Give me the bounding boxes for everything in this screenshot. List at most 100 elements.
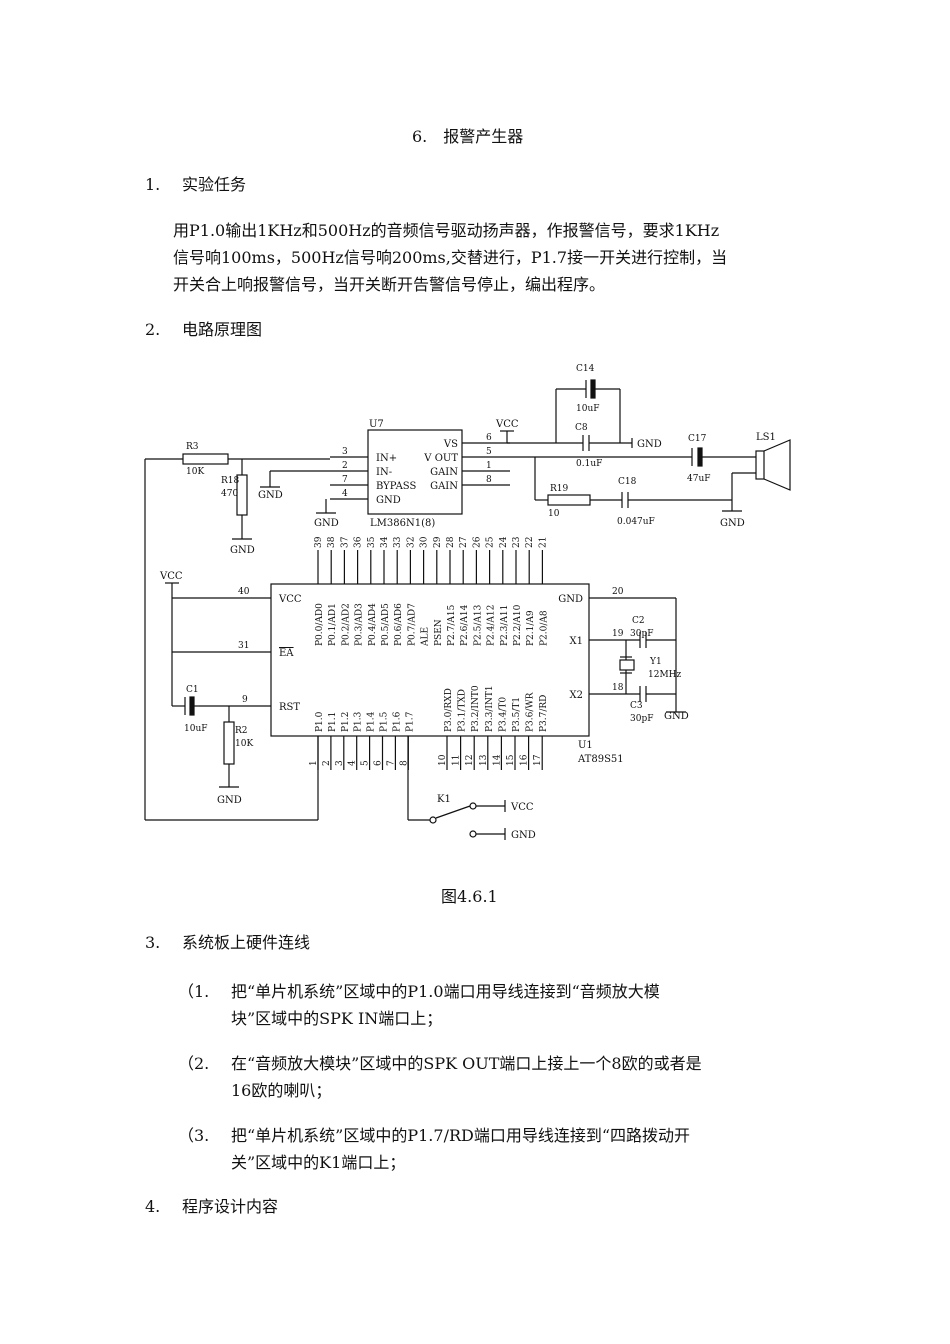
mcu-pin-name: PSEN	[434, 619, 444, 646]
gnd-label: GND	[720, 518, 745, 529]
c8-val: 0.1uF	[576, 459, 602, 469]
c18-ref: C18	[618, 477, 637, 487]
mcu-pin-num: 13	[479, 754, 489, 766]
step-3-number: （3.	[178, 1126, 210, 1145]
figure-caption: 图4.6.1	[441, 887, 498, 906]
mcu-pin-name: P3.6/WR	[526, 692, 536, 732]
amp-pin-name: IN-	[376, 467, 392, 478]
mcu-pin-name: RST	[279, 702, 300, 713]
amp-pin-name: GAIN	[430, 481, 458, 492]
page-title: 6. 报警产生器	[412, 127, 524, 146]
mcu-pin-name: P0.4/AD4	[368, 603, 378, 646]
mcu-pin-num: 21	[538, 537, 548, 548]
step-line: 块”区域中的SPK IN端口上；	[231, 1009, 443, 1028]
c8-ref: C8	[575, 423, 588, 433]
amp-pin-num: 4	[342, 489, 348, 499]
mcu-pin-num: 7	[386, 760, 396, 766]
c18-val: 0.047uF	[617, 517, 655, 527]
r19-ref: R19	[550, 484, 569, 494]
mcu-pin-num: 35	[367, 536, 377, 548]
mcu-pin-num: 2	[322, 760, 332, 766]
mcu-pin-num: 33	[393, 536, 403, 548]
amp-pin-num: 2	[342, 461, 348, 471]
mcu-pin-name: P1.3	[354, 711, 364, 732]
mcu-pin-name: VCC	[278, 594, 302, 605]
mcu-pin-num: 37	[340, 536, 350, 548]
gnd-label: GND	[664, 711, 689, 722]
mcu-pin-num: 3	[335, 760, 345, 766]
mcu-pin-num: 32	[406, 537, 416, 548]
mcu-pin-num: 24	[499, 536, 509, 548]
mcu-pin-name: P3.5/T1	[512, 697, 522, 732]
mcu-pin-num: 38	[327, 536, 337, 548]
mcu-pin-name: P2.4/A12	[487, 605, 497, 646]
mcu-pin-num: 40	[238, 587, 250, 597]
mcu-chip	[270, 583, 590, 737]
mcu-pin-num: 29	[433, 536, 443, 548]
step-3-text: 把“单片机系统”区域中的P1.7/RD端口用导线连接到“四路拨动开 关”区域中的…	[231, 1122, 690, 1176]
gnd-label: GND	[314, 518, 339, 529]
step-1-number: （1.	[178, 982, 210, 1001]
task-line: 信号响100ms，500Hz信号响200ms,交替进行，P1.7接一开关进行控制…	[173, 248, 728, 267]
task-line: 用P1.0输出1KHz和500Hz的音频信号驱动扬声器，作报警信号，要求1KHz	[173, 221, 720, 240]
section-2-heading: 电路原理图	[182, 320, 263, 339]
mcu-pin-name: X1	[570, 636, 583, 647]
task-paragraph: 用P1.0输出1KHz和500Hz的音频信号驱动扬声器，作报警信号，要求1KHz…	[173, 217, 727, 298]
amp-pin-num: 3	[342, 447, 348, 457]
gnd-label: GND	[637, 439, 662, 450]
amp-pin-name: VS	[443, 439, 458, 450]
mcu-bottom-pins: 1P1.02P1.13P1.24P1.35P1.46P1.57P1.68P1.7…	[309, 685, 549, 770]
mcu-pin-name: X2	[570, 690, 583, 701]
c2-val: 30pF	[630, 629, 653, 639]
section-1-number: 1.	[145, 175, 161, 194]
speaker-icon	[755, 450, 765, 480]
vcc-label: VCC	[495, 419, 519, 430]
mcu-pin-num: 17	[533, 754, 543, 766]
section-2-number: 2.	[145, 320, 161, 339]
c2-ref: C2	[632, 616, 645, 626]
mcu-pin-name: P3.3/INT1	[485, 685, 495, 732]
mcu-pin-name: P3.4/T0	[498, 697, 508, 732]
step-line: 把“单片机系统”区域中的P1.7/RD端口用导线连接到“四路拨动开	[231, 1126, 691, 1145]
gnd-label: GND	[217, 795, 242, 806]
mcu-pin-name: P1.7	[405, 711, 415, 732]
section-3-number: 3.	[145, 933, 161, 952]
k1-ref: K1	[437, 794, 451, 805]
r18-val: 470	[221, 489, 238, 499]
mcu-pin-num: 39	[314, 536, 324, 548]
amp-pin-num: 6	[486, 433, 492, 443]
mcu-pin-name: P1.1	[328, 712, 338, 732]
mcu-pin-num: 1	[309, 760, 319, 766]
step-line: 16欧的喇叭；	[231, 1081, 332, 1100]
mcu-pin-num: 20	[612, 587, 624, 597]
vcc-label: VCC	[159, 571, 183, 582]
amp-pin-name: GND	[376, 495, 401, 506]
mcu-pin-name: P2.5/A13	[473, 604, 483, 646]
mcu-pin-num: 22	[525, 537, 535, 548]
section-4-heading: 程序设计内容	[182, 1197, 279, 1216]
section-3-heading: 系统板上硬件连线	[182, 933, 311, 952]
c1-ref: C1	[186, 685, 199, 695]
mcu-pin-name: P0.1/AD1	[328, 603, 338, 646]
gnd-label: GND	[258, 490, 283, 501]
mcu-pin-name: P3.7/RD	[539, 695, 549, 732]
mcu-pin-num: 6	[374, 760, 384, 766]
y1-val: 12MHz	[648, 670, 682, 680]
gnd-label: GND	[230, 545, 255, 556]
mcu-pin-num: 8	[399, 760, 409, 766]
step-line: 关”区域中的K1端口上；	[231, 1153, 406, 1172]
amp-pin-name: BYPASS	[376, 481, 416, 492]
mcu-pin-num: 9	[242, 695, 248, 705]
mcu-pin-num: 23	[512, 536, 522, 548]
gnd-label: GND	[511, 830, 536, 841]
mcu-pin-name: P2.0/A8	[539, 610, 549, 646]
mcu-pin-name: P1.4	[367, 711, 377, 732]
r2-val: 10K	[235, 739, 253, 749]
section-1-heading: 实验任务	[182, 175, 247, 194]
mcu-pin-name: P2.1/A9	[526, 610, 536, 646]
mcu-pin-name: P2.3/A11	[500, 605, 510, 646]
mcu-pin-name: P1.2	[341, 712, 351, 732]
mcu-pin-num: 19	[612, 629, 624, 639]
mcu-pin-name: P0.6/AD6	[394, 603, 404, 646]
mcu-top-pins: 39P0.0/AD038P0.1/AD137P0.2/AD236P0.3/AD3…	[314, 536, 549, 647]
